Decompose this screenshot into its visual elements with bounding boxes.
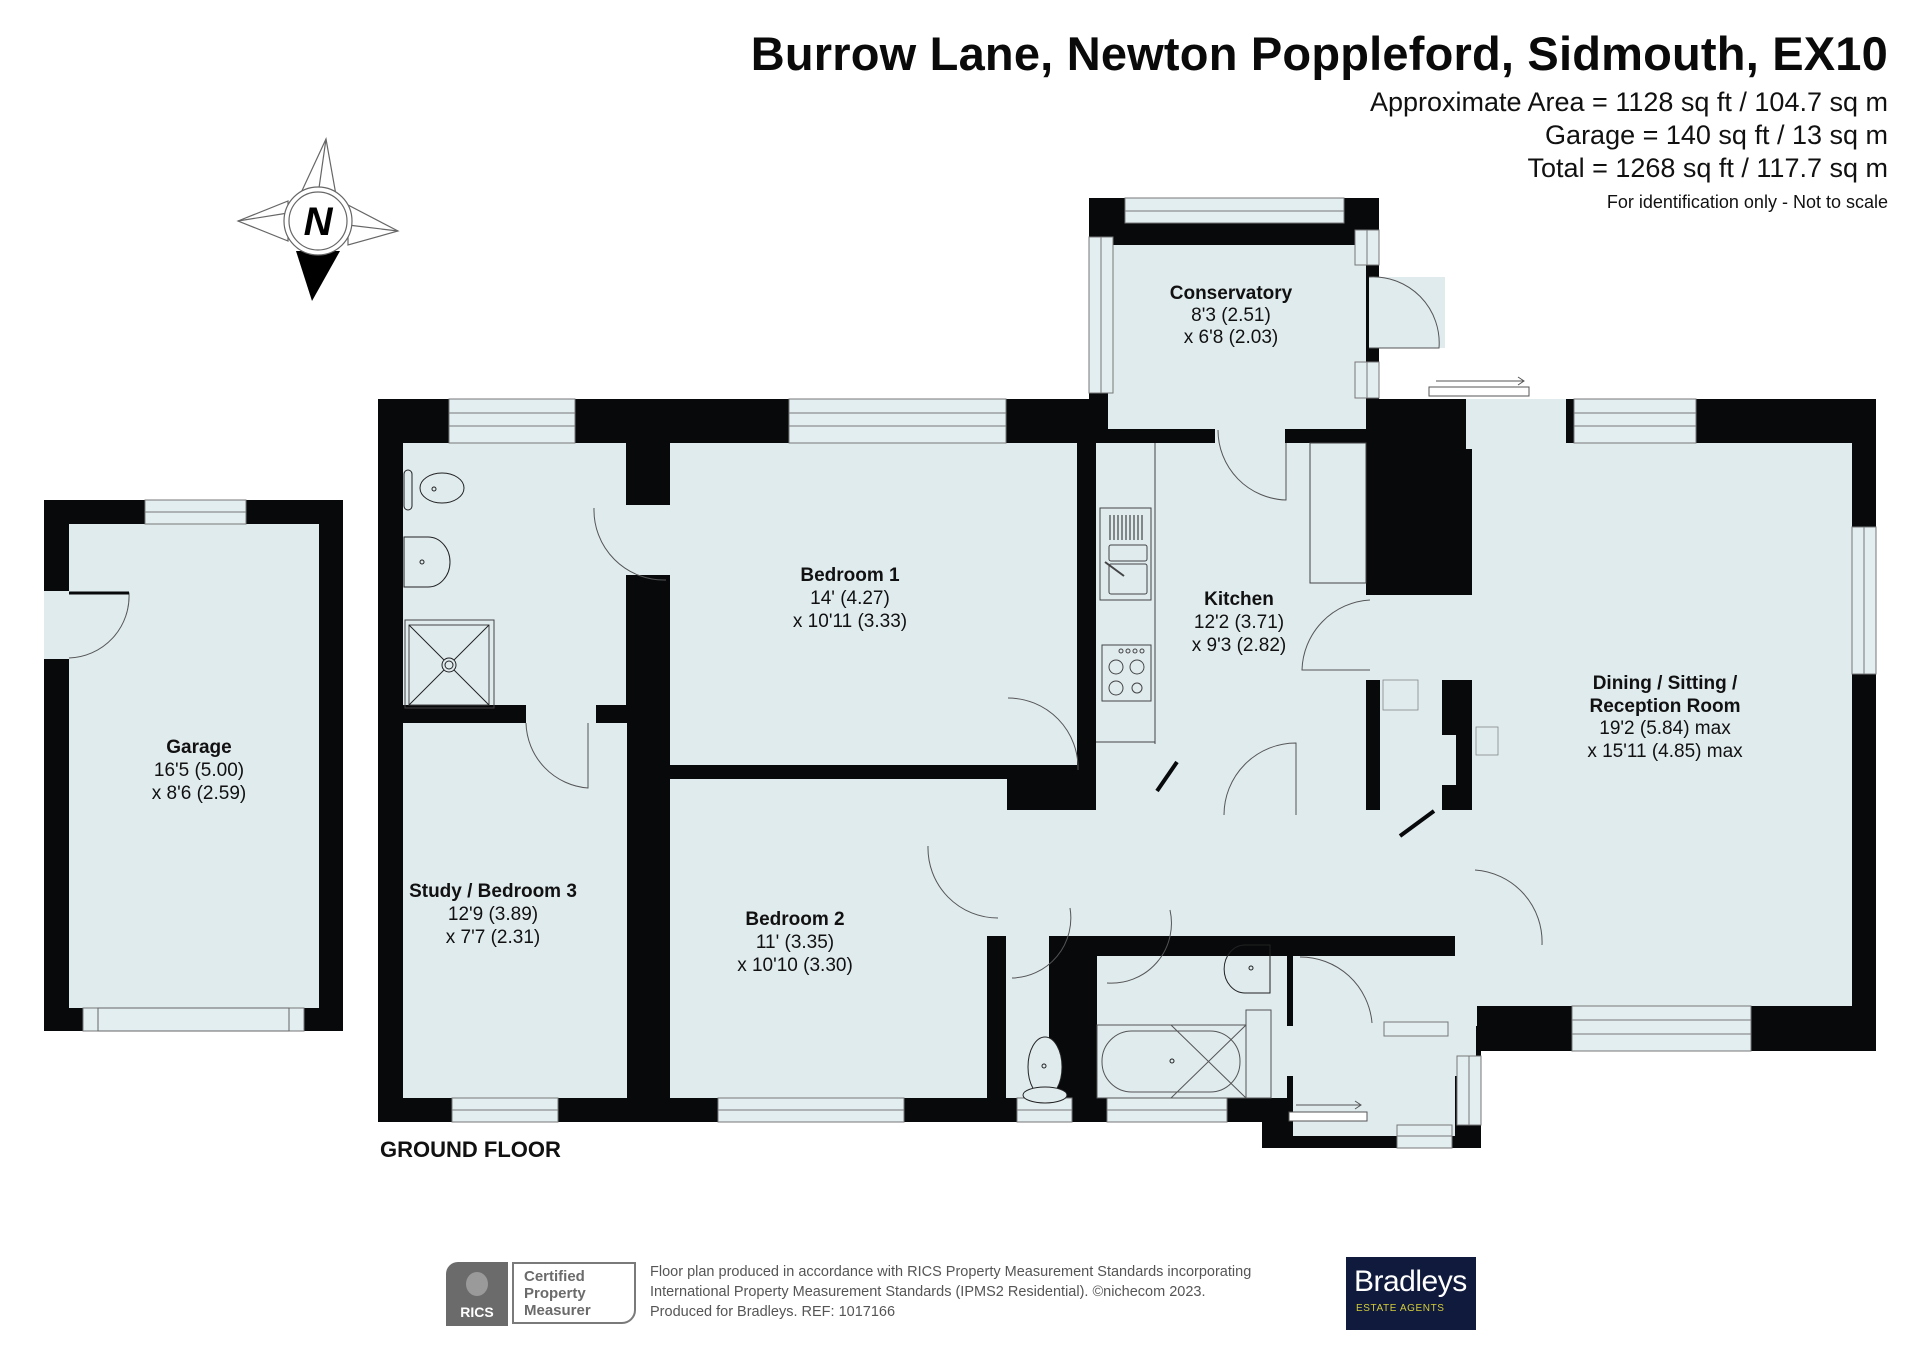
bradleys-logo: Bradleys ESTATE AGENTS [1346,1257,1476,1330]
room-dim-bedroom1-1: 14' (4.27) [810,588,890,609]
room-dim-kitchen-1: 12'2 (3.71) [1194,612,1284,633]
room-dim-reception-2: x 15'11 (4.85) max [1587,741,1743,762]
approximate-area: Approximate Area = 1128 sq ft / 104.7 sq… [1369,87,1888,117]
room-dim-bedroom2-1: 11' (3.35) [756,932,834,953]
north-compass-icon: N [236,137,400,301]
room-dim-conservatory-1: 8'3 (2.51) [1191,305,1271,326]
total-area: Total = 1268 sq ft / 117.7 sq m [1527,153,1888,183]
room-dim-bedroom2-2: x 10'10 (3.30) [737,955,853,976]
room-dim-study-2: x 7'7 (2.31) [446,927,540,948]
shower-room-fixtures [403,469,495,709]
floor-label: GROUND FLOOR [380,1137,561,1162]
door-swings [525,429,1543,1024]
room-name-garage: Garage [166,737,231,758]
garage: Garage 16'5 (5.00) x 8'6 (2.59) [44,499,343,1032]
disclaimer: For identification only - Not to scale [1606,192,1888,212]
room-name-bedroom1: Bedroom 1 [800,565,900,586]
svg-text:N: N [304,200,334,244]
garage-area: Garage = 140 sq ft / 13 sq m [1545,120,1888,150]
room-dim-garage-2: x 8'6 (2.59) [152,783,246,804]
bathroom-fixtures [1022,944,1272,1104]
property-title: Burrow Lane, Newton Poppleford, Sidmouth… [750,27,1888,80]
rics-certified-badge: RICS Certified Property Measurer [446,1262,636,1326]
sliding-door [1288,376,1530,1122]
room-name-reception-2: Reception Room [1590,696,1741,717]
room-dim-bedroom1-2: x 10'11 (3.33) [793,611,907,632]
room-dim-conservatory-2: x 6'8 (2.03) [1184,327,1278,348]
room-name-reception-1: Dining / Sitting / [1593,673,1738,694]
room-dim-study-1: 12'9 (3.89) [448,904,538,925]
room-dim-reception-1: 19'2 (5.84) max [1599,718,1731,739]
room-name-study: Study / Bedroom 3 [409,881,577,902]
windows [448,197,1877,1149]
main-house: Conservatory 8'3 (2.51) x 6'8 (2.03) Bed… [378,197,1877,1149]
kitchen-fixtures [1096,442,1367,744]
rics-lion-icon [466,1272,488,1296]
rics-certified-text: Certified Property Measurer [512,1262,636,1324]
room-name-kitchen: Kitchen [1204,589,1274,610]
footer: RICS Certified Property Measurer Floor p… [446,1257,1476,1332]
header: Burrow Lane, Newton Poppleford, Sidmouth… [751,22,1888,217]
room-name-bedroom2: Bedroom 2 [745,909,844,930]
footer-disclaimer: Floor plan produced in accordance with R… [650,1264,1252,1320]
room-dim-garage-1: 16'5 (5.00) [154,760,244,781]
room-dim-kitchen-2: x 9'3 (2.82) [1192,635,1286,656]
room-name-conservatory: Conservatory [1170,283,1293,304]
rics-logo: RICS [446,1262,508,1326]
